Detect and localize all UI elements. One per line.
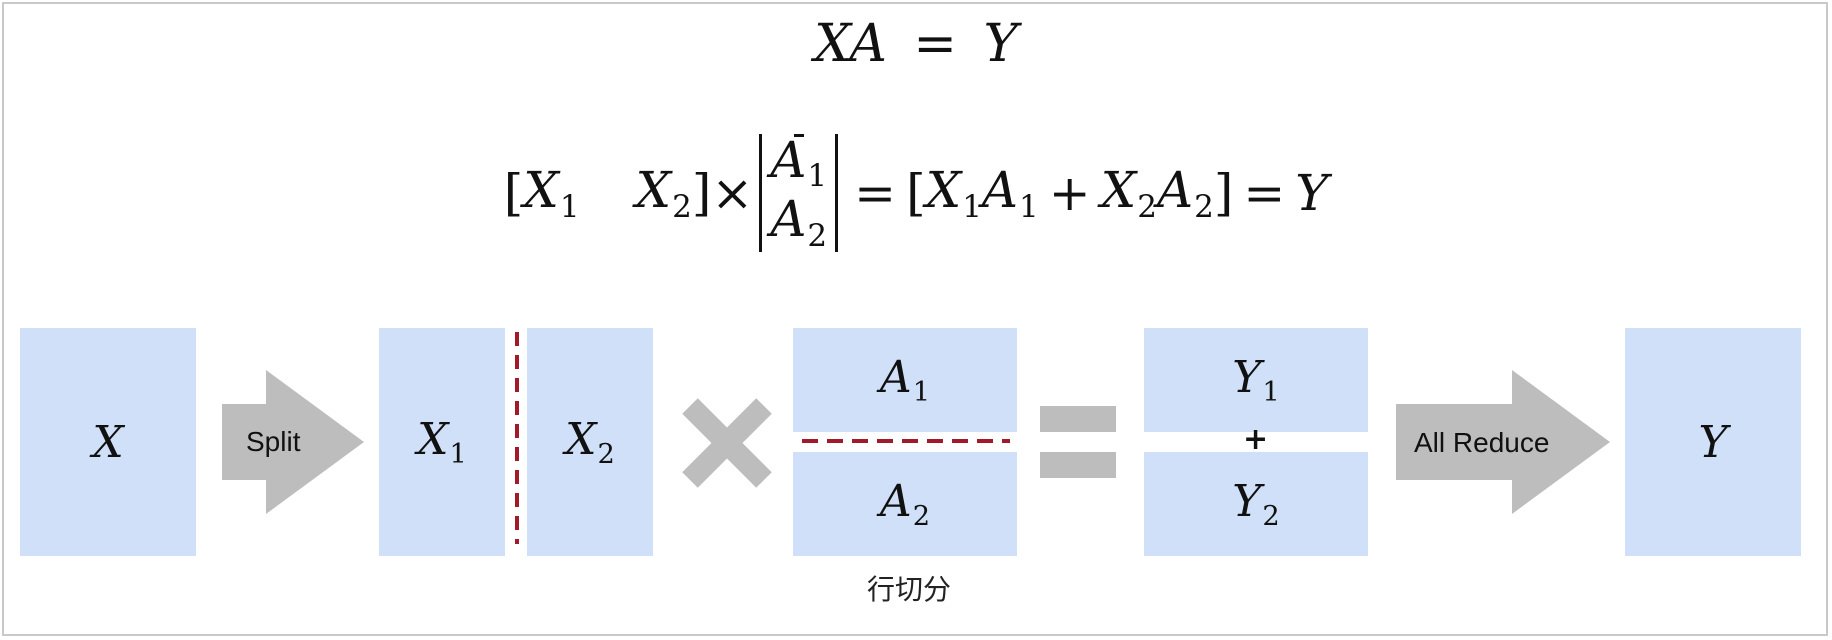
a2-label: A2 xyxy=(879,476,931,532)
all-reduce-arrow-icon xyxy=(1396,370,1610,514)
row-split-line xyxy=(802,439,1010,443)
eq-top-a: A xyxy=(849,14,887,74)
eq-plus: + xyxy=(1048,164,1091,222)
y2-block: Y2 xyxy=(1144,452,1368,556)
right-bracket-2: ] xyxy=(1213,164,1234,222)
eq-a1: A1 xyxy=(770,130,828,195)
column-vector-a: A1 A2 xyxy=(759,130,839,254)
left-bracket-2: [ xyxy=(906,164,926,222)
eq-result-y: Y xyxy=(1295,164,1329,222)
multiply-icon xyxy=(682,398,772,488)
eq-x1a1: X1A1 xyxy=(925,161,1039,225)
eq-x1: X1 xyxy=(523,161,580,225)
x1-label: X1 xyxy=(417,414,467,470)
y2-label: Y2 xyxy=(1232,476,1280,532)
y1-block: Y1 xyxy=(1144,328,1368,432)
eq-equals-1: = xyxy=(854,164,897,222)
all-reduce-arrow-label: All Reduce xyxy=(1414,427,1550,458)
x2-block: X2 xyxy=(527,328,653,556)
eq-equals-2: = xyxy=(1243,164,1286,222)
split-arrow-icon xyxy=(222,370,364,514)
right-bracket: ] xyxy=(691,164,712,222)
equation-top: XA = Y xyxy=(0,14,1832,74)
input-x-label: X xyxy=(92,416,124,468)
row-split-caption: 行切分 xyxy=(866,573,951,606)
x2-label: X2 xyxy=(565,414,615,470)
x1-block: X1 xyxy=(379,328,505,556)
y1-label: Y1 xyxy=(1232,352,1280,408)
eq-top-x: X xyxy=(814,14,850,74)
input-x-block: X xyxy=(20,328,196,556)
left-bracket: [ xyxy=(503,164,524,222)
split-arrow-label: Split xyxy=(246,426,301,457)
column-split-line xyxy=(515,332,519,544)
eq-a2: A2 xyxy=(770,190,828,254)
eq-top-y: Y xyxy=(983,14,1018,74)
a2-block: A2 xyxy=(793,452,1017,556)
eq-x2a2: X2A2 xyxy=(1100,161,1214,225)
equation-block-matrix: [ X1 X2 ] × A1 A2 = [ X1A1 + X2A2 ] = Y xyxy=(0,128,1832,258)
equals-icon xyxy=(1040,406,1116,478)
y-plus-sign: + xyxy=(1243,422,1269,457)
eq-top-equals: = xyxy=(913,14,957,74)
a1-label: A1 xyxy=(879,352,931,408)
eq-times: × xyxy=(711,164,754,222)
eq-x2: X2 xyxy=(635,161,692,225)
output-y-label: Y xyxy=(1698,416,1728,468)
output-y-block: Y xyxy=(1625,328,1801,556)
a1-block: A1 xyxy=(793,328,1017,432)
